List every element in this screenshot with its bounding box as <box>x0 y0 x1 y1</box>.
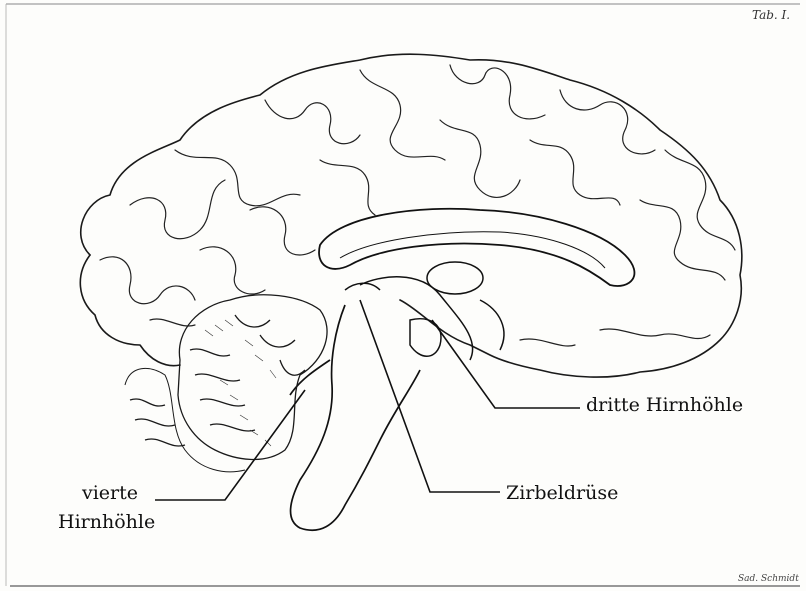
label-fourth-ventricle-line1: vierte <box>74 482 146 505</box>
cerebellum-hatching <box>205 320 276 446</box>
engraver-signature: Sad. Schmidt <box>738 574 799 584</box>
brainstem <box>290 305 420 530</box>
label-pineal-gland: Zirbeldrüse <box>506 482 618 505</box>
brain-outline <box>80 54 741 377</box>
pointer-lines <box>155 300 580 500</box>
cerebellum <box>125 295 327 472</box>
pointer-fourth-ventricle <box>155 390 305 500</box>
gyri-folds <box>100 65 735 346</box>
corpus-callosum <box>319 209 634 286</box>
plate-number: Tab. I. <box>752 8 790 22</box>
label-third-ventricle: dritte Hirnhöhle <box>586 394 743 417</box>
label-fourth-ventricle-line2: Hirnhöhle <box>58 511 155 534</box>
pointer-third-ventricle <box>432 320 580 408</box>
pointer-pineal-gland <box>360 300 500 492</box>
thalamus-region <box>345 262 504 360</box>
